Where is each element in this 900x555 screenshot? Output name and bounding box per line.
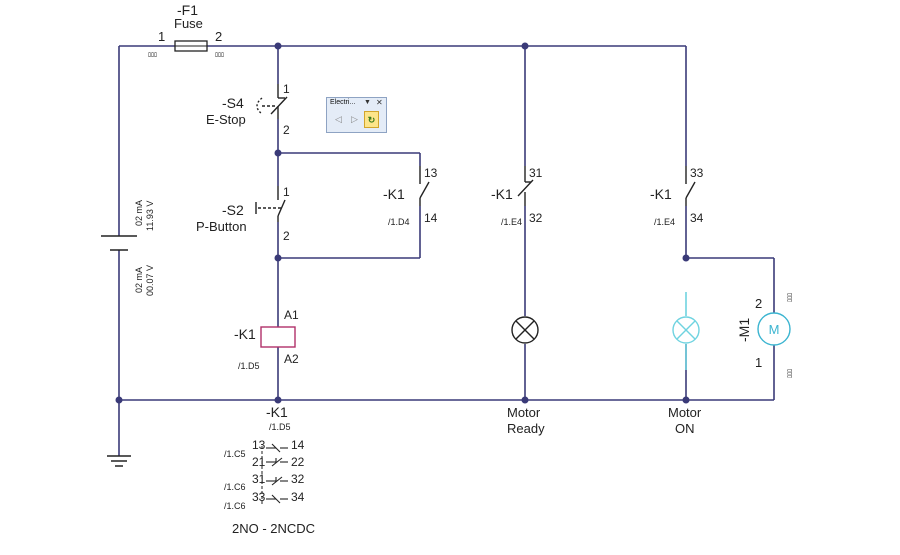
row-pin-b: 22: [291, 455, 305, 469]
s4-name: E-Stop: [206, 112, 246, 127]
row-pin-a: 33: [252, 490, 266, 504]
k1-hold-tag: -K1: [383, 186, 405, 202]
junction-dot: [274, 254, 282, 262]
k1-hold-pin-top: 13: [424, 166, 438, 180]
s4-pin-bottom: 2: [283, 123, 290, 137]
motor-m1[interactable]: M -M1 1 2 ﾛﾛﾛ ﾛﾛﾛ: [736, 293, 794, 378]
s2-pin-bottom: 2: [283, 229, 290, 243]
junctions: [115, 42, 690, 404]
toolbar-dropdown-icon[interactable]: ▼: [364, 99, 371, 106]
k1-on-contact[interactable]: -K1 /1.E4 33 34: [650, 166, 704, 227]
k1-holding-contact[interactable]: -K1 /1.D4 13 14: [383, 166, 438, 227]
motor-small-bottom: ﾛﾛﾛ: [788, 369, 794, 378]
junction-dot: [521, 396, 529, 404]
row-pin-a: 13: [252, 438, 266, 452]
motor-pin1: 1: [755, 355, 762, 370]
lamp-ready-line2: Ready: [507, 421, 545, 436]
ground-icon: [107, 455, 131, 467]
s2-pin-top: 1: [283, 185, 290, 199]
row-ref: /1.C5: [224, 449, 246, 459]
wires: [118, 45, 775, 456]
row-pin-b: 14: [291, 438, 305, 452]
coil-ref: /1.D5: [238, 361, 260, 371]
junction-dot: [115, 396, 123, 404]
coil-pin-a1: A1: [284, 308, 299, 322]
row-pin-a: 21: [252, 455, 266, 469]
table-tag: -K1: [266, 404, 288, 420]
motor-symbol: M: [769, 322, 780, 337]
row-pin-b: 34: [291, 490, 305, 504]
k1-on-pin-top: 33: [690, 166, 704, 180]
k1-hold-pin-bottom: 14: [424, 211, 438, 225]
electrical-toolbar[interactable]: Electri... ▼ ✕ ◁ ▷ ↻: [326, 97, 387, 133]
row-pin-a: 31: [252, 472, 266, 486]
source-current-bottom: 02 mA: [134, 267, 144, 293]
k1-ready-ref: /1.E4: [501, 217, 522, 227]
s4-pin-top: 1: [283, 82, 290, 96]
estop-s4[interactable]: -S4 E-Stop 1 2: [206, 82, 290, 137]
k1-on-pin-bottom: 34: [690, 211, 704, 225]
contact-mirror-table: -K1 /1.D5 /1.C5 13 14 21 22 /1.C6 31 32 …: [224, 404, 315, 536]
source-current-top: 02 mA: [134, 200, 144, 226]
coil-tag: -K1: [234, 326, 256, 342]
lamp-on-line1: Motor: [668, 405, 702, 420]
lamp-motor-ready[interactable]: Motor Ready: [507, 316, 545, 436]
lamp-motor-on[interactable]: Motor ON: [668, 316, 702, 436]
refresh-icon[interactable]: ↻: [364, 111, 379, 128]
dc-source: 02 mA 11.93 V 02 mA 00.07 V: [101, 200, 155, 296]
junction-dot: [274, 42, 282, 50]
junction-dot: [682, 254, 690, 262]
motor-tag: -M1: [736, 318, 752, 342]
toolbar-close-icon[interactable]: ✕: [376, 98, 383, 107]
mini-contact-nc: [266, 476, 288, 486]
coil-pin-a2: A2: [284, 352, 299, 366]
row-pin-b: 32: [291, 472, 305, 486]
junction-dot: [682, 396, 690, 404]
row-ref: /1.C6: [224, 482, 246, 492]
k1-ready-pin-bottom: 32: [529, 211, 543, 225]
k1-on-tag: -K1: [650, 186, 672, 202]
table-caption: 2NO - 2NCDC: [232, 521, 315, 536]
fuse-name: Fuse: [174, 16, 203, 31]
row-ref: /1.C6: [224, 501, 246, 511]
pushbutton-s2[interactable]: -S2 P-Button 1 2: [196, 185, 290, 243]
k1-ready-pin-top: 31: [529, 166, 543, 180]
coil-icon: [260, 326, 296, 348]
motor-small-top: ﾛﾛﾛ: [788, 293, 794, 302]
motor-icon: [757, 312, 791, 346]
lamp-on-line2: ON: [675, 421, 695, 436]
fuse-pin1: 1: [158, 29, 165, 44]
toolbar-title: Electri...: [330, 99, 356, 106]
mini-contact-nc: [266, 457, 288, 467]
junction-dot: [274, 149, 282, 157]
k1-hold-ref: /1.D4: [388, 217, 410, 227]
junction-dot: [521, 42, 529, 50]
mini-contact-no: [266, 443, 288, 453]
s2-tag: -S2: [222, 202, 244, 218]
source-voltage-top: 11.93 V: [145, 201, 155, 231]
fuse-small-right: ﾛﾛﾛ: [215, 53, 224, 59]
source-voltage-bottom: 00.07 V: [145, 265, 155, 296]
estop-mushroom-icon: [256, 97, 263, 115]
back-arrow-icon[interactable]: ◁: [335, 114, 342, 124]
k1-on-ref: /1.E4: [654, 217, 675, 227]
forward-arrow-icon[interactable]: ▷: [351, 114, 358, 124]
k1-ready-tag: -K1: [491, 186, 513, 202]
lamp-ready-line1: Motor: [507, 405, 541, 420]
mini-contact-no: [266, 494, 288, 504]
fuse-pin2: 2: [215, 29, 222, 44]
table-ref: /1.D5: [269, 422, 291, 432]
motor-pin2: 2: [755, 296, 762, 311]
k1-coil[interactable]: -K1 /1.D5 A1 A2: [234, 308, 299, 371]
k1-ready-contact[interactable]: -K1 /1.E4 31 32: [491, 166, 543, 227]
s4-tag: -S4: [222, 95, 244, 111]
junction-dot: [274, 396, 282, 404]
fuse-small-left: ﾛﾛﾛ: [148, 53, 157, 59]
fuse-tag: -F1: [177, 2, 198, 18]
s2-name: P-Button: [196, 219, 247, 234]
fuse-f1[interactable]: -F1 Fuse 1 2 ﾛﾛﾛ ﾛﾛﾛ: [148, 2, 224, 59]
